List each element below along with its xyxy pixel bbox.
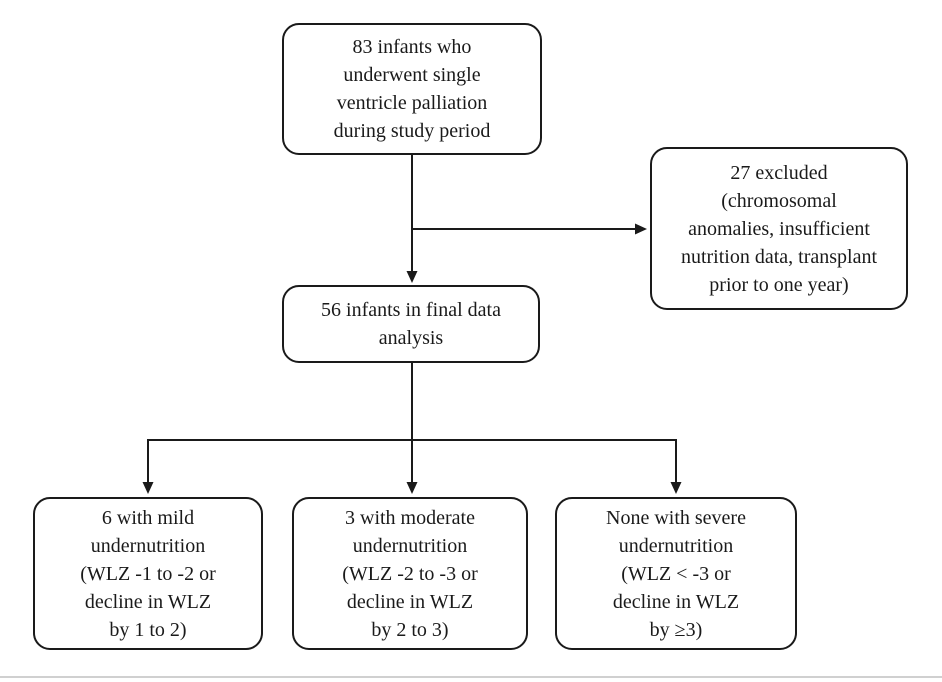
node-excluded: 27 excluded (chromosomal anomalies, insu… xyxy=(650,147,908,310)
node-mild-undernutrition: 6 with mild undernutrition (WLZ -1 to -2… xyxy=(33,497,263,650)
node-moderate-undernutrition: 3 with moderate undernutrition (WLZ -2 t… xyxy=(292,497,528,650)
node-final-analysis: 56 infants in final data analysis xyxy=(282,285,540,363)
node-initial-cohort: 83 infants who underwent single ventricl… xyxy=(282,23,542,155)
node-severe-undernutrition: None with severe undernutrition (WLZ < -… xyxy=(555,497,797,650)
figure-bottom-rule xyxy=(0,676,942,678)
